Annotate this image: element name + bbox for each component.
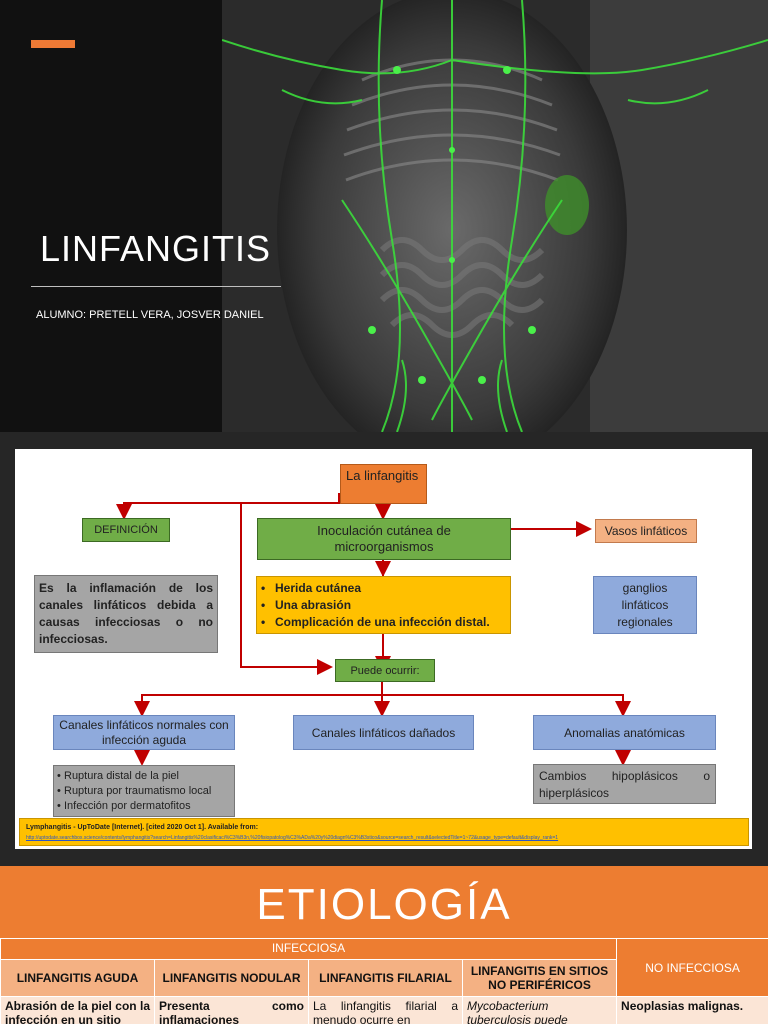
detail-item: Ruptura distal de la piel [56,769,232,784]
column-header: LINFANGITIS NODULAR [154,959,309,997]
canales-normales-node: Canales linfáticos normales con infecció… [53,715,235,750]
reference-link[interactable]: http://uptodate.searchbox.science/conten… [26,835,559,841]
cause-item: Complicación de una infección distal. [257,614,510,631]
table-row: Abrasión de la piel con la infección en … [0,996,768,1024]
accent-bar [31,40,75,48]
causes-box: Herida cutánea Una abrasión Complicación… [256,576,511,634]
concept-diagram: La linfangitis DEFINICIÓN Es la inflamac… [15,449,752,849]
puede-ocurrir-node: Puede ocurrir: [335,659,435,682]
table-cell: Presenta como inflamaciones [154,996,309,1024]
author-line: ALUMNO: PRETELL VERA, JOSVER DANIEL [36,309,264,321]
inoculacion-node: Inoculación cutánea de microorganismos [257,518,511,560]
detail-item: Ruptura por traumatismo local [56,784,232,799]
column-header: LINFANGITIS FILARIAL [308,959,463,997]
table-cell: Mycobacterium tuberculosis puede [461,996,618,1024]
etiologia-table: INFECCIOSA NO INFECCIOSA LINFANGITIS AGU… [0,938,768,1024]
no-infecciosa-header: NO INFECCIOSA [616,938,768,997]
etiologia-slide: ETIOLOGÍA INFECCIOSA NO INFECCIOSA LINFA… [0,866,768,1024]
definicion-text: Es la inflamación de los canales linfáti… [34,575,218,653]
root-node: La linfangitis [340,464,427,504]
title-slide: LINFANGITIS ALUMNO: PRETELL VERA, JOSVER… [0,0,768,432]
title-band [0,866,768,938]
cause-item: Una abrasión [257,597,510,614]
table-subheader-row: LINFANGITIS AGUDA LINFANGITIS NODULAR LI… [0,959,768,997]
infecciosa-header: INFECCIOSA [0,938,618,960]
slide-title: ETIOLOGÍA [256,880,512,929]
ganglios-node: ganglios linfáticos regionales [593,576,697,634]
table-cell: Abrasión de la piel con la infección en … [0,996,155,1024]
table-cell: Neoplasias malignas. [616,996,768,1024]
canales-normales-details: Ruptura distal de la piel Ruptura por tr… [53,765,235,817]
vasos-node: Vasos linfáticos [595,519,697,543]
causes-list: Herida cutánea Una abrasión Complicación… [257,580,510,631]
anomalias-details: Cambios hipoplásicos o hiperplásicos [533,764,716,804]
canales-danados-node: Canales linfáticos dañados [293,715,474,750]
slide-title: LINFANGITIS [40,228,272,269]
title-panel [0,0,222,432]
canales-normales-list: Ruptura distal de la piel Ruptura por tr… [56,769,232,814]
column-header: LINFANGITIS EN SITIOS NO PERIFÉRICOS [461,959,618,997]
lymphatic-system-image [222,0,768,432]
column-header: LINFANGITIS AGUDA [0,959,155,997]
anomalias-node: Anomalias anatómicas [533,715,716,750]
table-cell: La linfangitis filarial a menudo ocurre … [308,996,463,1024]
reference-note: Lymphangitis - UpToDate [Internet]. [cit… [19,818,749,846]
detail-item: Infección por dermatofitos [56,799,232,814]
table-header-row: INFECCIOSA NO INFECCIOSA [0,938,768,997]
title-divider [31,286,281,287]
reference-citation: Lymphangitis - UpToDate [Internet]. [cit… [26,824,259,831]
definicion-header: DEFINICIÓN [82,518,170,542]
cause-item: Herida cutánea [257,580,510,597]
